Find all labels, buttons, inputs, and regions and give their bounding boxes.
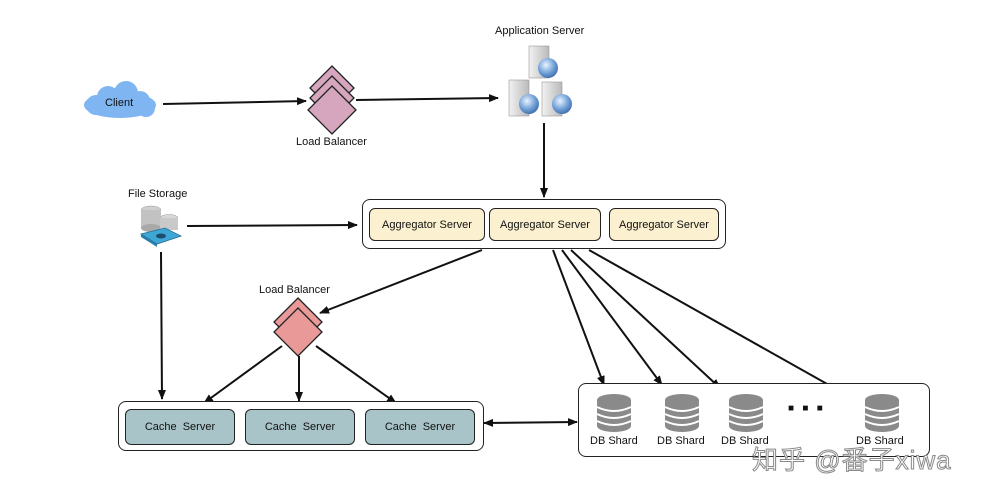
edge-client-to-lb	[162, 97, 307, 106]
edge-files-to-cache	[157, 251, 166, 400]
cache-server-2[interactable]: Cache Server	[245, 409, 355, 445]
edge-files-to-agg	[186, 221, 358, 230]
aggregator-server-1[interactable]: Aggregator Server	[369, 208, 485, 241]
load-balancer-cache-label: Load Balancer	[259, 284, 330, 296]
db-shard-4[interactable]	[862, 393, 902, 433]
cache-server-1[interactable]: Cache Server	[125, 409, 235, 445]
client-node[interactable]: Client	[80, 79, 160, 123]
db-shard-2[interactable]	[662, 393, 702, 433]
cache-server-label: Cache Server	[264, 421, 336, 433]
storage-icon	[139, 205, 183, 247]
cache-server-label: Cache Server	[144, 421, 216, 433]
load-balancer-icon	[273, 297, 323, 357]
application-server-node[interactable]	[505, 44, 580, 122]
cache-server-3[interactable]: Cache Server	[365, 409, 475, 445]
db-shard-label: DB Shard	[657, 435, 705, 447]
cloud-icon	[84, 81, 156, 118]
edge-agg-to-shard1	[552, 249, 605, 386]
db-shard-label: DB Shard	[721, 435, 769, 447]
client-label: Client	[105, 97, 134, 109]
edge-lb-to-app	[355, 94, 499, 103]
file-storage-label: File Storage	[128, 188, 188, 200]
db-shard-1[interactable]	[594, 393, 634, 433]
application-server-label: Application Server	[495, 25, 585, 37]
edge-cache-db-bidirectional	[483, 418, 578, 427]
edge-agg-to-shard3	[570, 249, 721, 389]
watermark: 知乎 @番子xiwa	[752, 445, 952, 476]
server-globe-icon	[508, 45, 572, 117]
aggregator-server-3[interactable]: Aggregator Server	[609, 208, 719, 241]
database-icon	[728, 393, 764, 433]
file-storage-node[interactable]	[137, 204, 183, 248]
cache-server-label: Cache Server	[384, 421, 456, 433]
database-icon	[596, 393, 632, 433]
aggregator-server-label: Aggregator Server	[500, 218, 590, 231]
database-icon	[664, 393, 700, 433]
load-balancer-top[interactable]	[305, 64, 359, 136]
shard-ellipsis: ■ ■ ■	[788, 403, 823, 414]
aggregator-server-label: Aggregator Server	[619, 218, 709, 231]
aggregator-server-label: Aggregator Server	[382, 218, 472, 231]
load-balancer-top-label: Load Balancer	[296, 136, 367, 148]
db-shard-label: DB Shard	[590, 435, 638, 447]
edge-lb2-to-cache3	[315, 345, 397, 404]
edge-agg-to-shard2	[561, 249, 663, 386]
db-shard-3[interactable]	[726, 393, 766, 433]
load-balancer-cache[interactable]	[271, 296, 325, 360]
cache-group: Cache Server Cache Server Cache Server	[118, 401, 484, 451]
database-icon	[864, 393, 900, 433]
edge-agg-to-lb2	[319, 249, 483, 314]
db-shard-label: DB Shard	[856, 435, 904, 447]
edge-agg-to-shard4	[588, 249, 853, 399]
aggregator-group: Aggregator Server Aggregator Server Aggr…	[362, 199, 726, 249]
edge-lb2-to-cache1	[203, 345, 283, 404]
aggregator-server-2[interactable]: Aggregator Server	[489, 208, 601, 241]
load-balancer-icon	[307, 65, 357, 135]
